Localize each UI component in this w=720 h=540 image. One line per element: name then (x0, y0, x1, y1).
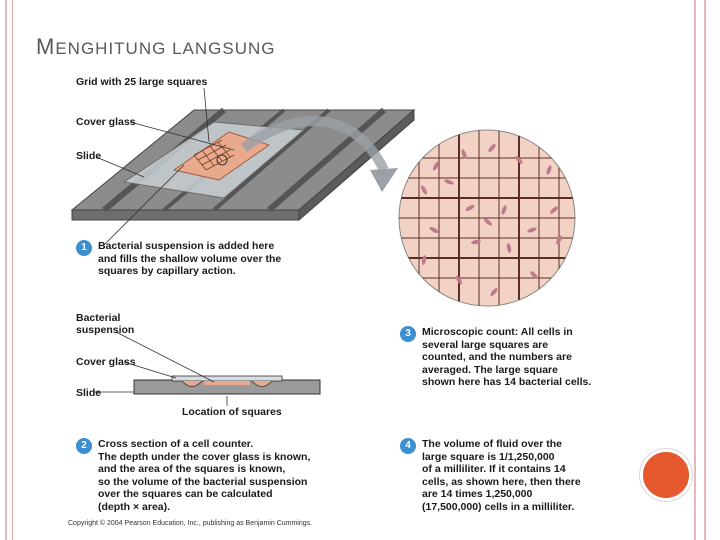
cell-counter-diagram: Grid with 25 large squares Cover glass S… (64, 70, 624, 532)
step-2-line-1: Cross section of a cell counter. (98, 438, 254, 450)
copyright-notice: Copyright © 2004 Pearson Education, Inc.… (68, 520, 313, 527)
step-4-badge: 4 (400, 438, 416, 454)
step-4-line-2: large square is 1/1,250,000 (422, 450, 555, 463)
right-frame-border (692, 0, 720, 540)
title-rest-word1: ENGHITUNG (55, 39, 173, 58)
slide-title: MENGHITUNG LANGSUNG (36, 34, 275, 60)
step-1-line-1: Bacterial suspension is added here (98, 240, 275, 252)
top-leader-lines (95, 87, 235, 246)
magnify-arrowhead (370, 168, 398, 192)
step-3-line-1: Microscopic count: All cells in (422, 326, 573, 338)
magnify-arrow (240, 116, 389, 173)
diagram-graphics (70, 87, 576, 406)
step-4-text: The volume of fluid over the large squar… (422, 438, 581, 513)
step-4-line-4: cells, as shown here, then there (422, 475, 581, 488)
step-3-line-3: counted, and the numbers are (422, 351, 572, 363)
label-cover-glass-top: Cover glass (76, 116, 136, 128)
step-3-line-4: averaged. The large square (422, 363, 558, 376)
title-word2: LANGSUNG (172, 39, 276, 58)
step-2-badge: 2 (76, 438, 92, 454)
magnified-grid-circle (398, 129, 576, 307)
left-frame-border (0, 0, 13, 540)
step-3-badge: 3 (400, 326, 416, 342)
step-1-line-2: and fills the shallow volume over the (98, 252, 282, 265)
step-2-line-2: The depth under the cover glass is known… (98, 450, 311, 463)
step-2-line-5: over the squares can be calculated (98, 488, 273, 500)
bottom-leader-lines (94, 331, 228, 406)
step-4-line-1: The volume of fluid over the (422, 438, 563, 450)
decorative-orange-circle (640, 449, 692, 501)
step-4-line-3: of a milliliter. If it contains 14 (422, 463, 566, 475)
label-cover-glass-bottom: Cover glass (76, 356, 136, 368)
label-bacterial-line1: Bacterial (76, 312, 121, 324)
step-3-line-2: several large squares are (422, 338, 549, 351)
step-2-line-3: and the area of the squares is known, (98, 463, 286, 475)
title-first-letter: M (36, 34, 56, 59)
step-1-text: Bacterial suspension is added here and f… (98, 240, 281, 278)
label-bacterial-line2: suspension (76, 324, 135, 336)
cross-section-diagram (133, 375, 321, 395)
label-location-of-squares: Location of squares (182, 406, 282, 418)
label-grid: Grid with 25 large squares (76, 76, 208, 88)
step-1-line-3: squares by capillary action. (98, 265, 236, 277)
step-3-text: Microscopic count: All cells in several … (422, 326, 591, 389)
label-slide-top: Slide (76, 150, 102, 162)
step-2-line-4: so the volume of the bacterial suspensio… (98, 475, 308, 488)
step-1-badge: 1 (76, 240, 92, 256)
step-2-text: Cross section of a cell counter. The dep… (98, 438, 310, 513)
step-2-line-6: (depth × area). (98, 500, 171, 513)
step-4-line-6: (17,500,000) cells in a milliliter. (422, 500, 575, 513)
step-3-line-5: shown here has 14 bacterial cells. (422, 376, 592, 388)
label-slide-bottom: Slide (76, 387, 102, 399)
step-4-line-5: are 14 times 1,250,000 (422, 488, 533, 500)
